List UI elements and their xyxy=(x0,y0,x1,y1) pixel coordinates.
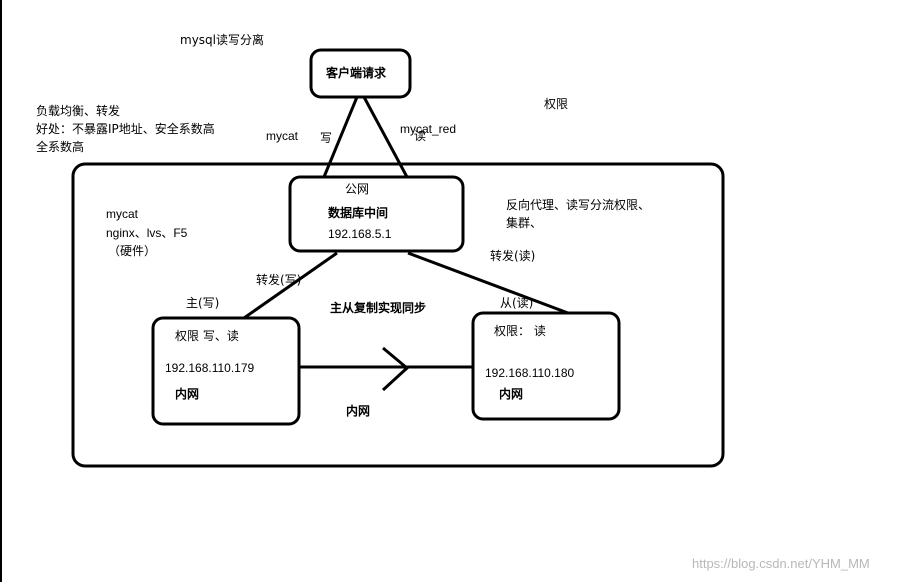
master-box xyxy=(151,316,301,426)
note-benefit: 好处：不暴露IP地址、安全系数高 xyxy=(36,122,215,136)
forward-write-label: 转发(写) xyxy=(256,273,302,287)
public-net-label: 公网 xyxy=(345,182,370,196)
master-role-label: 主(写) xyxy=(186,296,220,310)
forward-read-label: 转发(读) xyxy=(490,249,536,263)
diagram-title: mysql读写分离 xyxy=(180,33,264,47)
client-box xyxy=(309,48,412,99)
software-hardware: （硬件） xyxy=(108,244,157,258)
middleware-ip: 192.168.5.1 xyxy=(328,227,392,241)
slave-permission: 权限： 读 xyxy=(494,324,546,338)
master-net: 内网 xyxy=(175,387,200,401)
master-permission: 权限 写、读 xyxy=(175,329,239,343)
slave-role-label: 从(读) xyxy=(500,296,534,310)
read-char-label: 读 xyxy=(414,129,427,143)
note-load-balance: 负载均衡、转发 xyxy=(36,104,121,118)
middleware-slave-line xyxy=(407,251,569,315)
client-write-line xyxy=(322,96,359,178)
internal-net-label: 内网 xyxy=(346,404,371,418)
software-mycat: mycat xyxy=(106,207,139,221)
watermark-text: https://blog.csdn.net/YHM_MM xyxy=(692,556,870,571)
proxy-note-1: 反向代理、读写分流权限、 xyxy=(506,198,651,212)
slave-net: 内网 xyxy=(499,387,524,401)
cluster-container xyxy=(71,162,725,468)
middleware-name: 数据库中间 xyxy=(328,206,389,220)
software-nginx: nginx、lvs、F5 xyxy=(106,226,188,240)
permission-label: 权限 xyxy=(544,97,569,111)
slave-ip: 192.168.110.180 xyxy=(485,366,575,380)
master-ip: 192.168.110.179 xyxy=(165,361,255,375)
mycat-write-label: mycat xyxy=(266,129,299,143)
replication-label: 主从复制实现同步 xyxy=(330,301,427,315)
note-security: 全系数高 xyxy=(36,140,85,154)
client-request-label: 客户端请求 xyxy=(326,66,387,80)
replication-arrowhead xyxy=(381,346,410,392)
mycat-read-label: mycat_red xyxy=(400,122,457,136)
proxy-note-2: 集群、 xyxy=(506,216,543,230)
client-read-line xyxy=(362,96,409,178)
middleware-master-line xyxy=(243,251,338,320)
middleware-box xyxy=(288,175,465,253)
write-char-label: 写 xyxy=(320,131,333,145)
